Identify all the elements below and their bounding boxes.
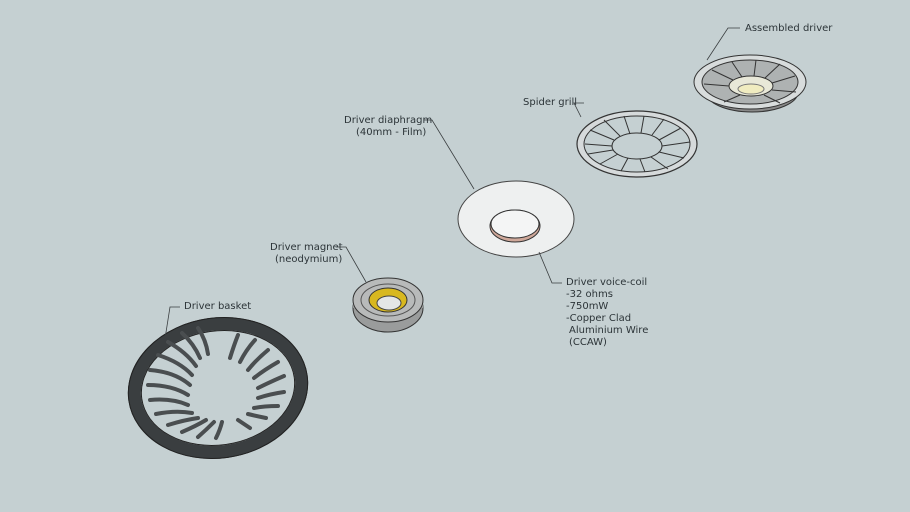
voice-coil-spec-material-2: Aluminium Wire — [569, 325, 649, 336]
driver-magnet-model — [352, 277, 424, 333]
spider-grill-label: Spider grill — [523, 97, 578, 108]
voice-coil-label: Driver voice-coil — [566, 277, 648, 288]
voice-coil-spec-power: -750mW — [566, 301, 609, 312]
assembled-driver-label: Assembled driver — [745, 23, 833, 34]
voice-coil-spec-material: -Copper Clad — [566, 313, 632, 324]
voice-coil-spec-abbrev: (CCAW) — [569, 337, 607, 348]
voice-coil-spec-impedance: -32 ohms — [566, 289, 613, 300]
driver-basket-label: Driver basket — [184, 301, 252, 312]
driver-magnet-sublabel: (neodymium) — [275, 254, 343, 265]
spider-grill-model — [576, 110, 698, 178]
driver-magnet-label: Driver magnet — [270, 242, 343, 253]
driver-diaphragm-model — [457, 180, 575, 258]
assembled-driver-model — [693, 54, 807, 113]
driver-diaphragm-label: Driver diaphragm — [344, 115, 433, 126]
driver-diaphragm-sublabel: (40mm - Film) — [356, 127, 427, 138]
driver-basket-model — [127, 317, 309, 459]
